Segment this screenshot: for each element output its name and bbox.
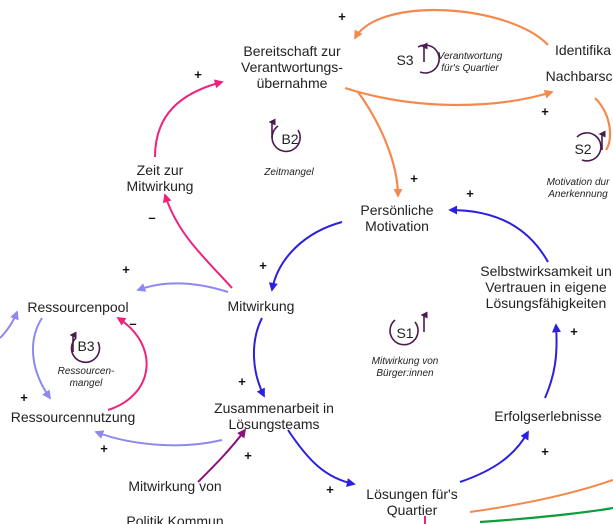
node-zusammenarbeit-line1: Zusammenarbeit in [214,400,334,416]
polarity-sign: + [410,171,418,186]
node-ressourcennutzung: Ressourcennutzung [11,409,136,425]
polarity-sign: + [326,482,334,497]
link-loesungen-offscreen-green [479,506,613,524]
link-zeit-to-bereitschaft [154,79,224,158]
node-identifikation-line1: Identifika [555,42,611,58]
loop-name-b3-line1: Ressourcen- [58,366,115,377]
link-bereitschaft-to-identifikation [344,86,554,107]
node-politik-line2: Politik Kommun [126,513,223,524]
loop-label-s3: S3 [396,52,413,68]
node-selbstwirksamkeit-line3: Lösungsfähigkeiten [486,295,607,311]
link-zusammenarbeit-to-ressourcennutzung [94,430,223,447]
polarity-sign: + [570,324,578,339]
node-identifikation-line2: Nachbarsch [546,68,613,84]
node-bereitschaft-line2: Verantwortungs- [241,59,343,75]
polarity-sign: + [122,262,130,277]
polarity-sign: + [20,390,28,405]
link-mitwirkung-to-zusammenarbeit [253,317,265,398]
link-politik-to-zusammenarbeit [197,428,247,483]
node-selbstwirksamkeit-line1: Selbstwirksamkeit un [480,263,612,279]
link-zusammenarbeit-to-loesungen [287,429,356,487]
polarity-sign: + [541,104,549,119]
node-mitwirkung: Mitwirkung [228,298,295,314]
polarity-sign: – [129,316,136,331]
loop-name-s3-line2: für's Quartier [441,63,499,74]
loop-label-b3: B3 [77,338,94,354]
node-zusammenarbeit-line2: Lösungsteams [228,416,319,432]
link-selbstwirksamkeit-to-motivation [448,205,549,263]
link-erfolgserlebnisse-to-selbstwirksamkeit [544,323,561,399]
polarity-sign: + [466,186,474,201]
polarity-sign: – [148,210,155,225]
loop-name-b2: Zeitmangel [263,167,314,178]
loop-name-s1-line2: Bürger:innen [376,368,434,379]
loop-marker-b3 [69,331,101,364]
loop-name-b3-line2: mangel [70,378,104,389]
node-motivation-line2: Motivation [365,218,429,234]
polarity-sign: + [541,444,549,459]
polarity-sign: + [259,258,267,273]
loop-marker-s3 [417,42,440,74]
node-motivation-line1: Persönliche [360,202,433,218]
polarity-sign: + [338,9,346,24]
link-ressourcennutzung-to-ressourcenpool [107,317,148,411]
link-identifikation-to-bereitschaft [354,8,549,46]
polarity-sign: + [244,448,252,463]
loop-marker-b2 [268,118,301,153]
loop-name-s2-line1: Motivation dur [547,177,610,188]
node-erfolgserlebnisse: Erfolgserlebnisse [494,408,602,424]
node-selbstwirksamkeit-line2: Vertrauen in eigene [485,279,607,295]
node-politik-line1: Mitwirkung von [128,478,221,494]
loop-marker-s2 [576,130,606,162]
link-identifikation-to-motivation [594,97,612,151]
link-mitwirkung-to-ressourcenpool [136,282,229,293]
node-bereitschaft-line3: übernahme [257,75,328,91]
link-offscreen-to-ressourcenpool [0,310,19,339]
loop-marker-s1 [389,311,428,346]
link-bereitschaft-to-motivation [357,91,403,198]
node-loesungen-line1: Lösungen für's [366,486,457,502]
loop-name-s1-line1: Mitwirkung von [372,356,439,367]
node-zeit-line1: Zeit zur [137,162,184,178]
polarity-sign: + [194,67,202,82]
node-loesungen-line2: Quartier [387,502,438,518]
link-ressourcenpool-to-ressourcennutzung [32,317,52,400]
loop-label-b2: B2 [281,131,298,147]
link-loesungen-offscreen-orange [469,479,613,513]
link-motivation-to-mitwirkung [268,221,343,292]
polarity-sign: + [238,374,246,389]
node-zeit-line2: Mitwirkung [127,178,194,194]
loop-name-s3-line1: Verantwortung [438,51,503,62]
link-mitwirkung-to-zeit [162,193,233,289]
node-ressourcenpool: Ressourcenpool [27,299,128,315]
loop-label-s1: S1 [396,325,413,341]
loop-name-s2-line2: Anerkennung [547,189,608,200]
node-bereitschaft-line1: Bereitschaft zur [243,43,341,59]
polarity-sign: + [100,441,108,456]
link-loesungen-to-erfolgserlebnisse [459,430,529,483]
loop-label-s2: S2 [574,141,591,157]
